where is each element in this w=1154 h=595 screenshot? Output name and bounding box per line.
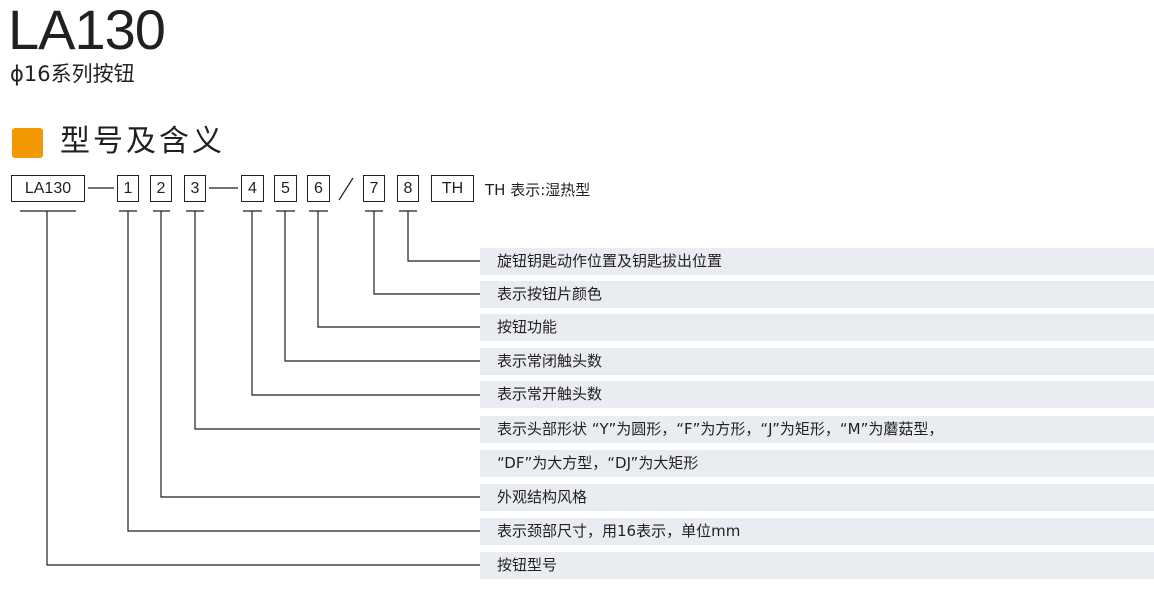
code-box-7: 7 [363,175,385,202]
code-box-2: 2 [150,175,172,202]
desc-row-7: 表示按钮片颜色 [480,281,1154,308]
desc-row-3-continued: “DF”为大方型，“DJ”为大矩形 [480,450,1154,477]
code-box-th: TH [431,175,474,202]
code-box-5: 5 [274,175,297,202]
page-title: LA130 [8,0,166,61]
code-box-8: 8 [397,175,419,202]
leader-5 [284,211,480,362]
desc-row-1: 表示颈部尺寸，用16表示，单位mm [480,518,1154,545]
leader-3 [194,211,480,430]
code-box-model: LA130 [11,175,85,202]
code-box-4: 4 [241,175,264,202]
desc-row-8: 旋钮钥匙动作位置及钥匙拔出位置 [480,248,1154,275]
desc-row-2: 外观结构风格 [480,484,1154,511]
desc-row-4: 表示常开触头数 [480,381,1154,408]
leader-1 [127,211,480,532]
leader-6 [317,211,480,328]
section-marker-square [12,128,43,158]
desc-row-5: 表示常闭触头数 [480,348,1154,375]
code-box-3: 3 [184,175,206,202]
leader-2 [160,211,480,498]
leader-4 [251,211,480,396]
leader-8 [407,211,480,262]
code-box-1: 1 [117,175,139,202]
desc-row-6: 按钮功能 [480,314,1154,341]
th-note: TH 表示:湿热型 [485,181,591,199]
leader-model [46,211,480,566]
desc-row-3: 表示头部形状 “Y”为圆形，“F”为方形，“J”为矩形，“M”为蘑菇型， [480,416,1154,443]
page-subtitle: ϕ16系列按钮 [10,62,135,86]
leader-7 [373,211,480,295]
desc-row-model: 按钮型号 [480,552,1154,579]
section-title: 型号及含义 [60,124,225,159]
code-box-6: 6 [307,175,330,202]
slash-separator [338,177,354,201]
